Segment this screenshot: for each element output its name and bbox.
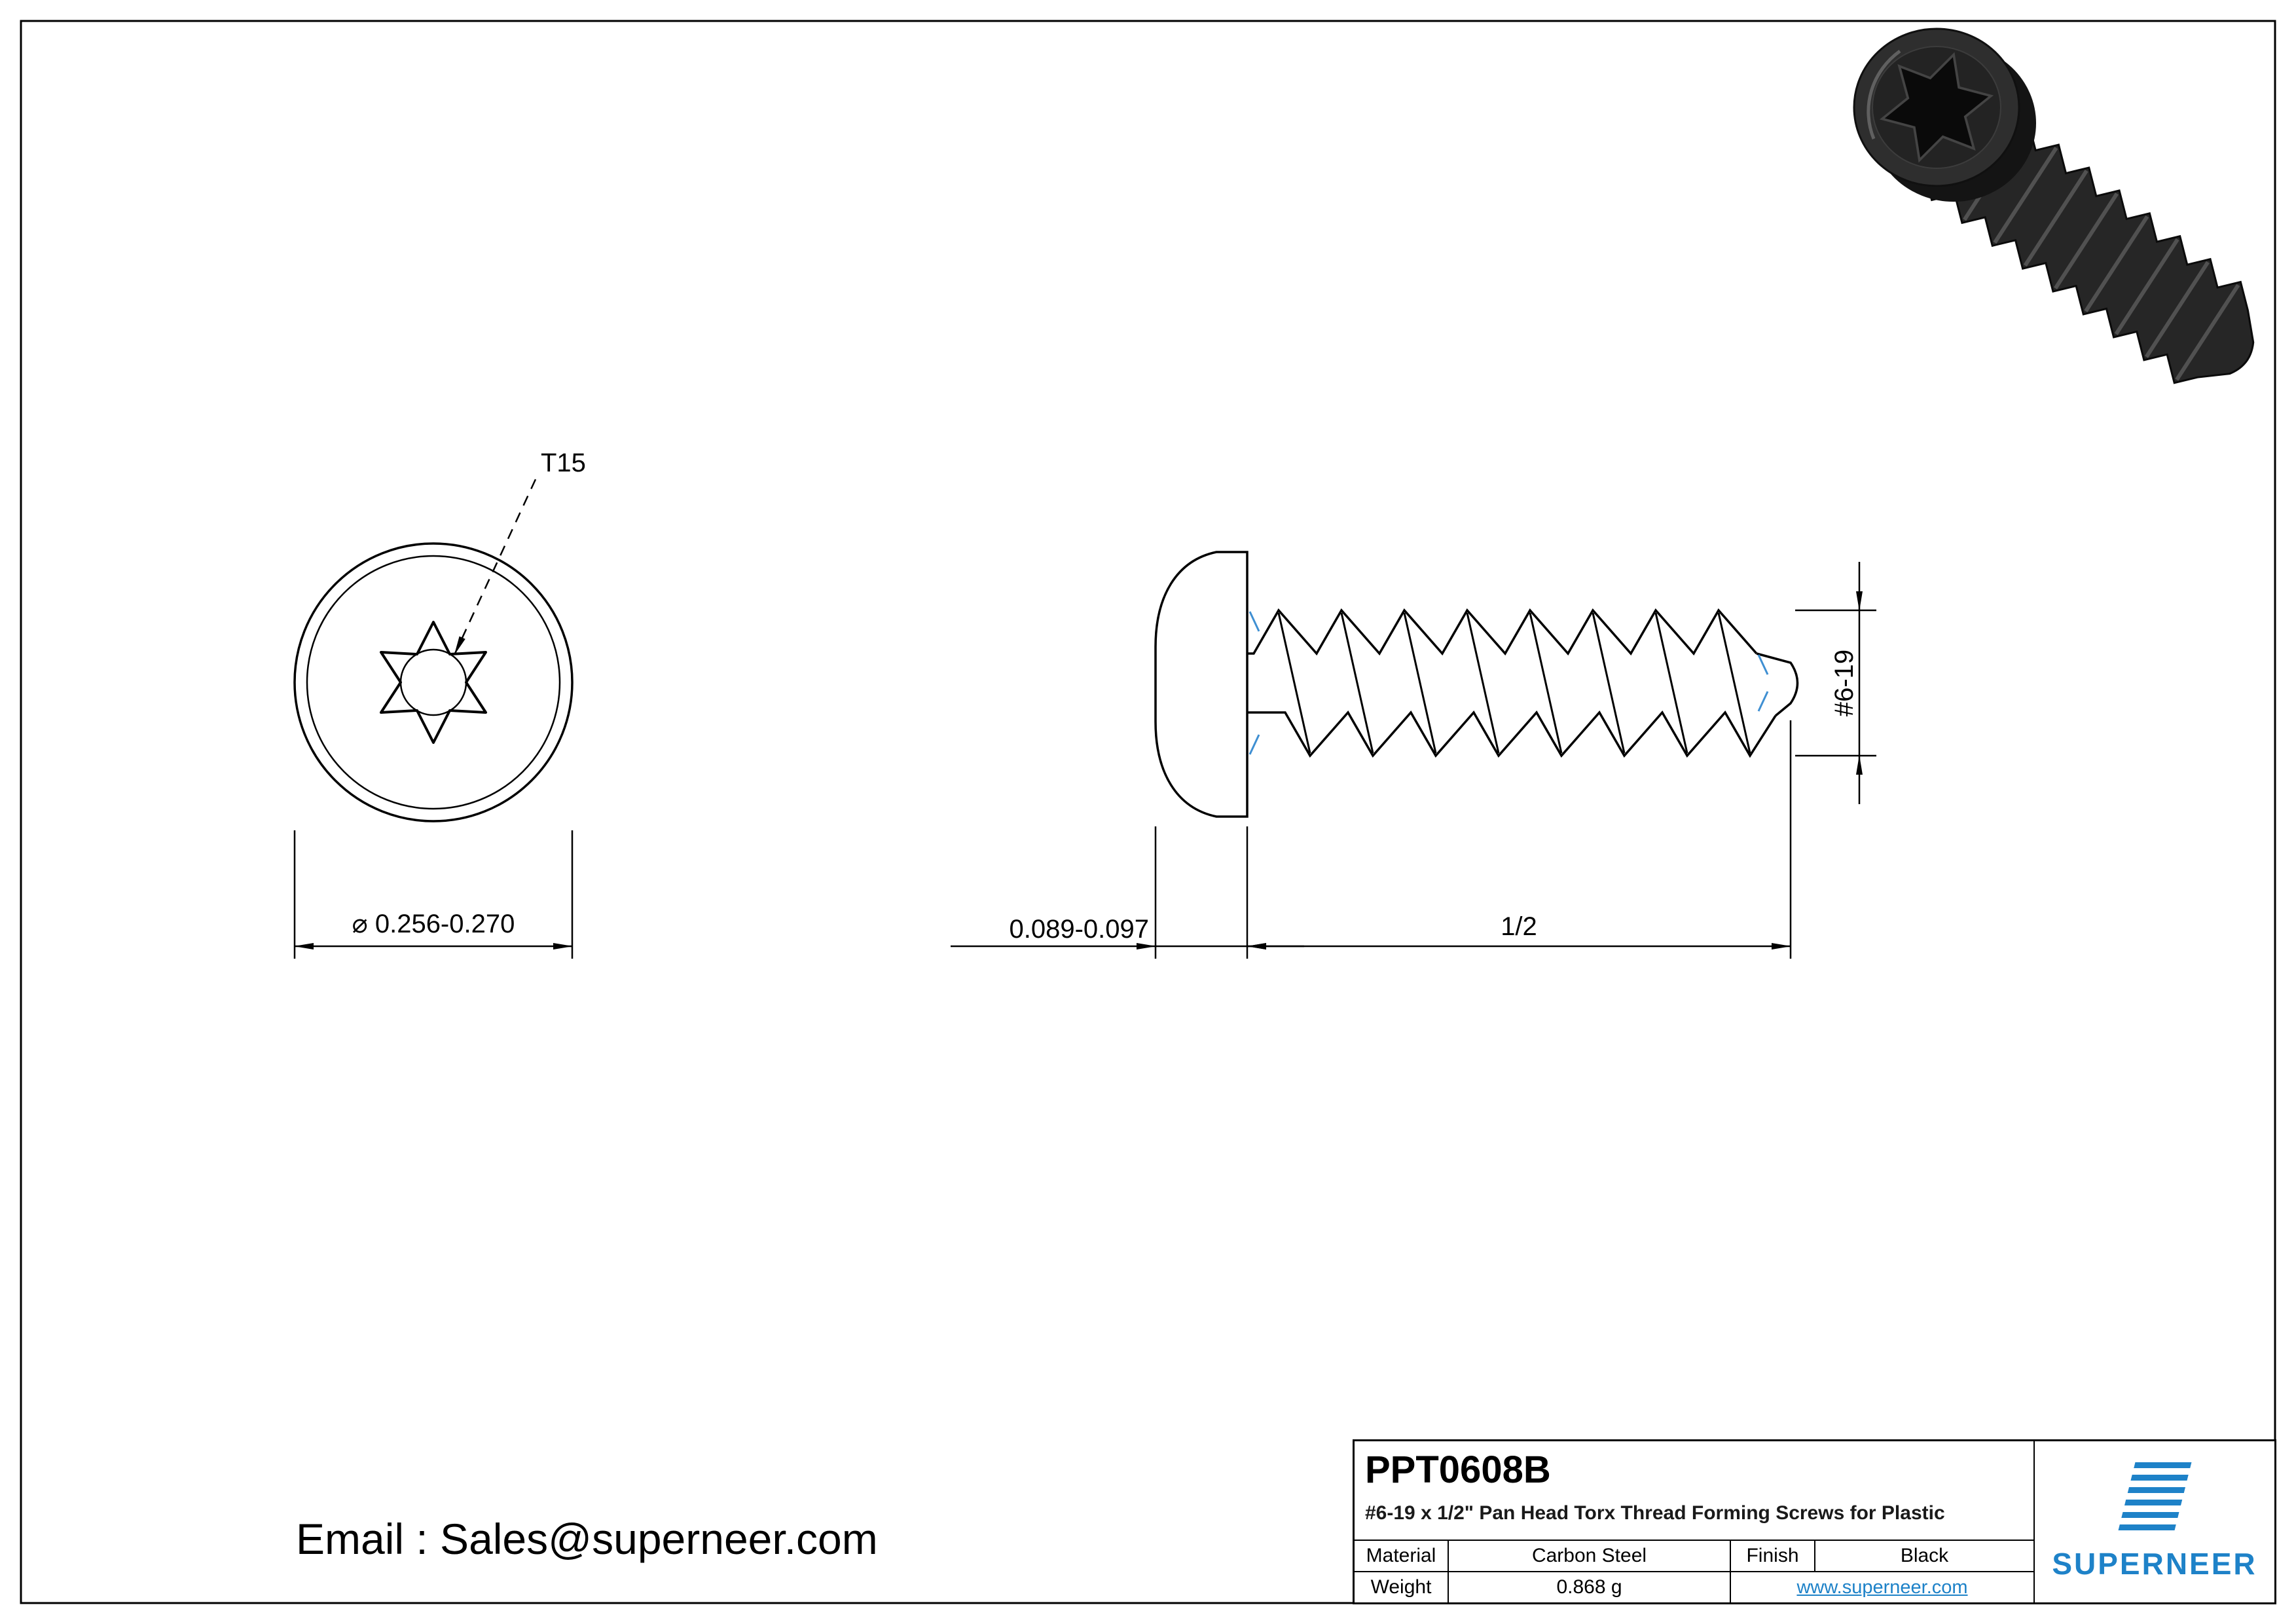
- screw-3d-render: [1853, 28, 2255, 384]
- torx-size-label: T15: [541, 449, 586, 477]
- thread-bottom-profile: [1247, 710, 1777, 758]
- thread-size-label: #6-19: [1830, 650, 1859, 716]
- brand-name: SUPERNEER: [2052, 1547, 2257, 1581]
- head-edge-circle: [306, 555, 561, 810]
- thread-length-label: 1/2: [1501, 912, 1537, 941]
- head-outer-circle: [293, 542, 574, 822]
- screw-3d-head: [1853, 28, 2036, 202]
- screw-tip: [1756, 652, 1799, 717]
- torx-socket-circle: [399, 648, 467, 716]
- weight-value: 0.868 g: [1448, 1571, 1730, 1602]
- brand-flag-icon: [2117, 1462, 2192, 1533]
- torx-recess-outline: [380, 621, 487, 744]
- website-cell: www.superneer.com: [1730, 1571, 2033, 1602]
- contact-email: Email : Sales@superneer.com: [296, 1515, 878, 1563]
- brand-panel: SUPERNEER: [2033, 1441, 2274, 1602]
- title-block: PPT0608B #6-19 x 1/2" Pan Head Torx Thre…: [1353, 1439, 2276, 1604]
- dimension-lines: [293, 562, 1876, 959]
- head-height-label: 0.089-0.097: [1009, 915, 1149, 944]
- part-number: PPT0608B: [1365, 1449, 1551, 1491]
- thread-cosmetic-marks: [1248, 611, 1769, 755]
- material-value: Carbon Steel: [1448, 1540, 1730, 1571]
- material-label: Material: [1355, 1540, 1448, 1571]
- finish-label: Finish: [1730, 1540, 1814, 1571]
- website-link[interactable]: www.superneer.com: [1796, 1576, 1968, 1598]
- part-description: #6-19 x 1/2" Pan Head Torx Thread Formin…: [1365, 1502, 1945, 1524]
- front-view: [293, 479, 574, 822]
- thread-top-profile: [1247, 608, 1758, 655]
- sheet-border: [20, 20, 2276, 1604]
- head-diameter-label: ⌀ 0.256-0.270: [352, 910, 515, 938]
- weight-label: Weight: [1355, 1571, 1448, 1602]
- torx-leader-line: [453, 479, 537, 655]
- title-block-header: PPT0608B #6-19 x 1/2" Pan Head Torx Thre…: [1355, 1441, 2033, 1540]
- side-view: [1154, 551, 1799, 818]
- finish-value: Black: [1814, 1540, 2033, 1571]
- head-highlight: [1867, 49, 1901, 139]
- thread-flank-lines: [1277, 612, 1751, 754]
- pan-head-profile: [1154, 551, 1248, 818]
